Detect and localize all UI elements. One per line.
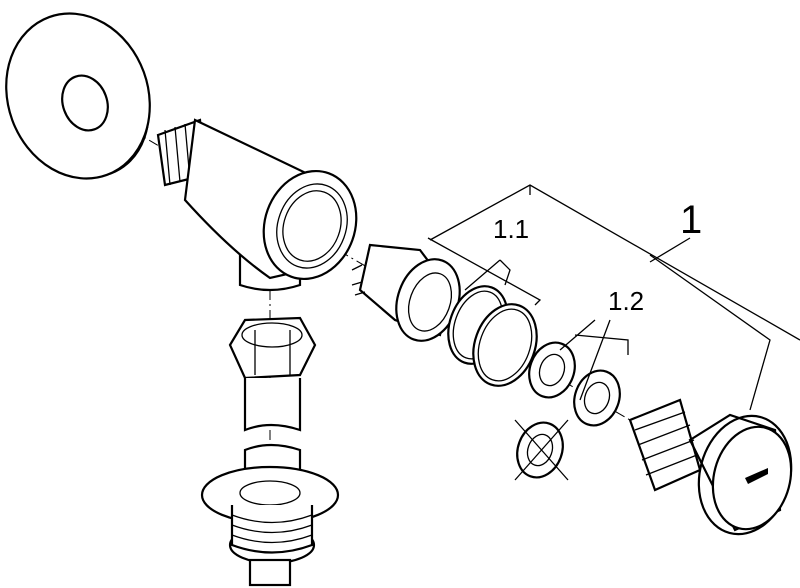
brand-logo [745, 468, 768, 484]
compression-nut [228, 316, 317, 380]
cartridge-head [351, 243, 461, 342]
crossed-out-washer-icon [514, 419, 569, 481]
drain-flange [200, 465, 340, 587]
cartridge-with-cap [628, 398, 793, 536]
wall-rosette [5, 12, 151, 180]
label-1-1: 1.1 [493, 214, 530, 244]
label-assembly-1: 1 [680, 198, 703, 242]
o-ring-large [472, 303, 538, 387]
leader-lines [427, 184, 800, 411]
valve-body [156, 118, 358, 292]
label-1-2: 1.2 [608, 286, 645, 316]
washer-1 [528, 341, 576, 399]
washer-2 [573, 369, 621, 427]
